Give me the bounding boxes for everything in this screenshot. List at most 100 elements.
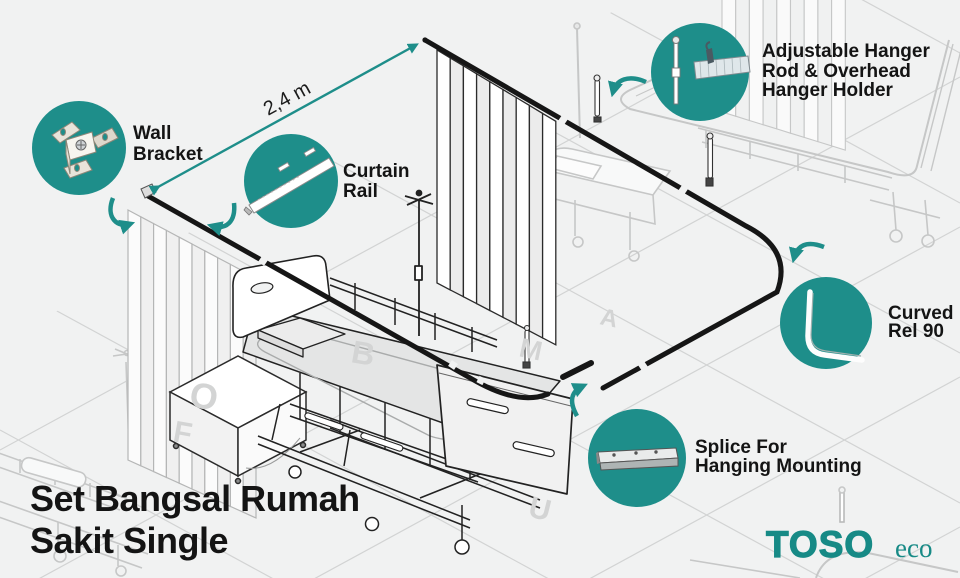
callout-label: Bracket [133, 144, 203, 165]
background-hanger-rod [839, 491, 845, 523]
background-bed-legs [574, 191, 941, 250]
far-side-rail [329, 277, 498, 352]
wall-bracket-image [51, 121, 119, 179]
pointer-arrows [108, 76, 825, 418]
curtain-pleat [515, 96, 531, 333]
callout-label: Curtain [343, 161, 410, 182]
brand-suffix: eco [895, 533, 932, 563]
caster-wheel [364, 516, 380, 532]
splice-bar-bottom [599, 457, 679, 471]
rail-piece-ribs [699, 56, 742, 79]
rail-glider-gaps [258, 115, 688, 386]
splice-image [596, 447, 679, 471]
cabinet-foot [299, 441, 307, 449]
grid-line [0, 76, 960, 578]
bracket-wing [51, 121, 81, 144]
callout-curtain-rail: Curtain Rail [243, 134, 410, 228]
curtain-pleat [449, 56, 465, 298]
footboard-handle [250, 282, 274, 294]
bracket-hole [74, 164, 80, 172]
curtain-pleat [528, 104, 544, 339]
grid-line [0, 429, 960, 578]
bracket-hole [60, 128, 66, 136]
caster-wheel [889, 229, 903, 243]
hanger-rods [522, 74, 714, 369]
background-wall-track [920, 43, 960, 172]
rail-segment-right [422, 37, 784, 391]
rail-slot [304, 412, 344, 431]
curtain-pleat [475, 72, 491, 312]
cabinet-foot [234, 477, 242, 485]
background-bed-frame [0, 500, 149, 569]
curved-rail-edge [810, 292, 862, 357]
bed-base-braces [271, 403, 553, 540]
background-bolster [20, 456, 87, 488]
bedside-cabinet [168, 355, 308, 485]
watermark-letter: A [598, 303, 621, 333]
grid-line [0, 376, 960, 578]
hanger-rod [594, 79, 601, 117]
bed-base-skids [257, 419, 541, 529]
hanger-holder [706, 48, 714, 64]
curtain-pleat [541, 112, 557, 346]
pointer-arrow-icon [788, 241, 825, 264]
callout-label: Splice For [695, 437, 787, 458]
callout-curved-rel-90: Curved Rel 90 [780, 277, 953, 369]
screw-cross [77, 141, 85, 149]
rail-slot [360, 432, 404, 452]
caster-wheel [115, 565, 127, 577]
dimension-line [148, 43, 419, 196]
headboard-slot [512, 441, 555, 458]
hanger-rod-cap [706, 132, 714, 140]
background-floor-line [689, 559, 801, 578]
bracket-hole [102, 133, 108, 141]
pointer-arrow-icon [108, 197, 136, 235]
hanger-rod-cap [523, 324, 531, 332]
caster-wheel [288, 465, 302, 479]
curtain-pleat [127, 209, 142, 467]
curtain-pleat [140, 215, 155, 473]
rail-end-cap [243, 206, 253, 216]
headboard-edge [438, 372, 572, 407]
hanger-hook [593, 116, 602, 123]
cabinet-front-face [237, 390, 307, 478]
hanger-hook [522, 361, 531, 369]
curtain-rail-image [243, 146, 335, 216]
ceiling-pendant [576, 27, 581, 139]
callout-label: Hanger Holder [762, 80, 894, 101]
cabinet-door-line [245, 437, 301, 469]
headboard-slot [466, 398, 509, 415]
caster-wheel [921, 234, 935, 248]
caster-wheel [572, 236, 584, 248]
hanger-rod-collar [671, 67, 681, 78]
splice-screw [612, 453, 616, 457]
watermark-letter: F [171, 415, 195, 451]
curtain-pleat [153, 222, 167, 479]
splice-screw [634, 451, 638, 455]
backrest-side [257, 329, 304, 358]
callout-label: Adjustable Hanger [762, 41, 930, 62]
iv-pole [404, 189, 434, 336]
pointer-arrow-icon [569, 383, 588, 418]
curtain-pleat [831, 0, 846, 151]
adjustable-hanger-image [671, 36, 751, 105]
background-rail [620, 0, 950, 177]
curtain-pleat [502, 88, 517, 326]
rail-bracket-tab [303, 146, 317, 158]
hanger-holder-hook [705, 41, 711, 51]
rail-bar [248, 157, 335, 214]
splice-screw [654, 450, 658, 454]
curtain-pleat [462, 64, 478, 305]
curtain-pleat [436, 48, 451, 291]
rail-bracket-tab [277, 161, 291, 173]
cabinet-foot [172, 442, 180, 450]
rail-segment-left [145, 193, 551, 401]
callout-label: Rel 90 [888, 321, 944, 342]
near-rail-posts [299, 373, 471, 480]
pendant-cap [573, 22, 581, 30]
caster-wheel [454, 539, 470, 555]
hanger-rod-cap [593, 74, 601, 82]
callout-adjustable-hanger: Adjustable Hanger Rod & Overhead Hanger … [651, 23, 930, 121]
